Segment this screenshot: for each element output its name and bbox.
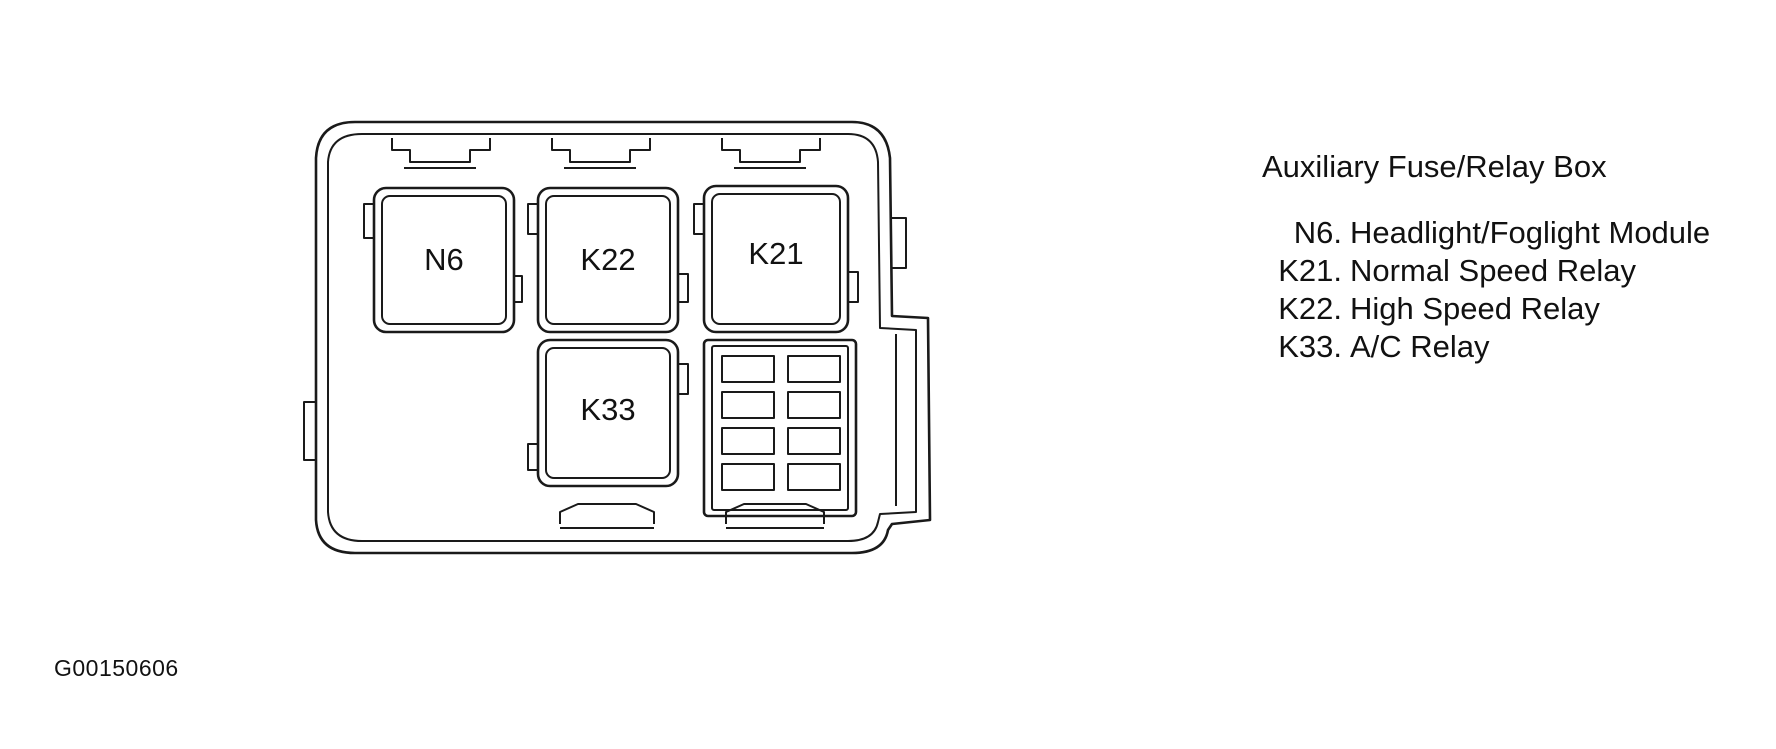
relay-label-k21: K21 xyxy=(748,236,803,271)
legend-code: K33. xyxy=(1278,329,1342,364)
legend-title: Auxiliary Fuse/Relay Box xyxy=(1262,149,1607,184)
legend: Auxiliary Fuse/Relay Box N6. Headlight/F… xyxy=(1262,148,1710,366)
legend-item-n6: N6. Headlight/Foglight Module xyxy=(1262,214,1710,252)
fuse-slot xyxy=(721,391,775,419)
legend-code: K21. xyxy=(1278,253,1342,288)
legend-item-k21: K21. Normal Speed Relay xyxy=(1262,252,1710,290)
figure-id: G00150606 xyxy=(54,655,179,681)
legend-code: K22. xyxy=(1278,291,1342,326)
legend-desc: Headlight/Foglight Module xyxy=(1350,215,1711,250)
bottom-latches xyxy=(559,503,825,529)
legend-desc: A/C Relay xyxy=(1350,329,1490,364)
fuse-slot xyxy=(721,427,775,455)
legend-item-k33: K33. A/C Relay xyxy=(1262,328,1710,366)
relay-label-n6: N6 xyxy=(424,242,464,277)
legend-desc: Normal Speed Relay xyxy=(1350,253,1637,288)
legend-desc: High Speed Relay xyxy=(1350,291,1600,326)
fuse-slot xyxy=(721,463,775,491)
fuse-slot xyxy=(721,355,775,383)
legend-item-k22: K22. High Speed Relay xyxy=(1262,290,1710,328)
relay-n6: N6 xyxy=(363,186,523,334)
relay-k22: K22 xyxy=(527,186,689,334)
fuse-block xyxy=(702,338,858,518)
fuse-slot xyxy=(787,391,841,419)
relay-label-k33: K33 xyxy=(580,392,635,427)
relay-label-k22: K22 xyxy=(580,242,635,277)
relay-k21: K21 xyxy=(693,184,859,334)
legend-code: N6. xyxy=(1293,215,1342,250)
relay-k33: K33 xyxy=(527,338,689,488)
fuse-slot xyxy=(787,355,841,383)
fuse-slot xyxy=(787,427,841,455)
fuse-slot xyxy=(787,463,841,491)
top-latches xyxy=(391,138,821,169)
box-housing xyxy=(303,120,932,555)
